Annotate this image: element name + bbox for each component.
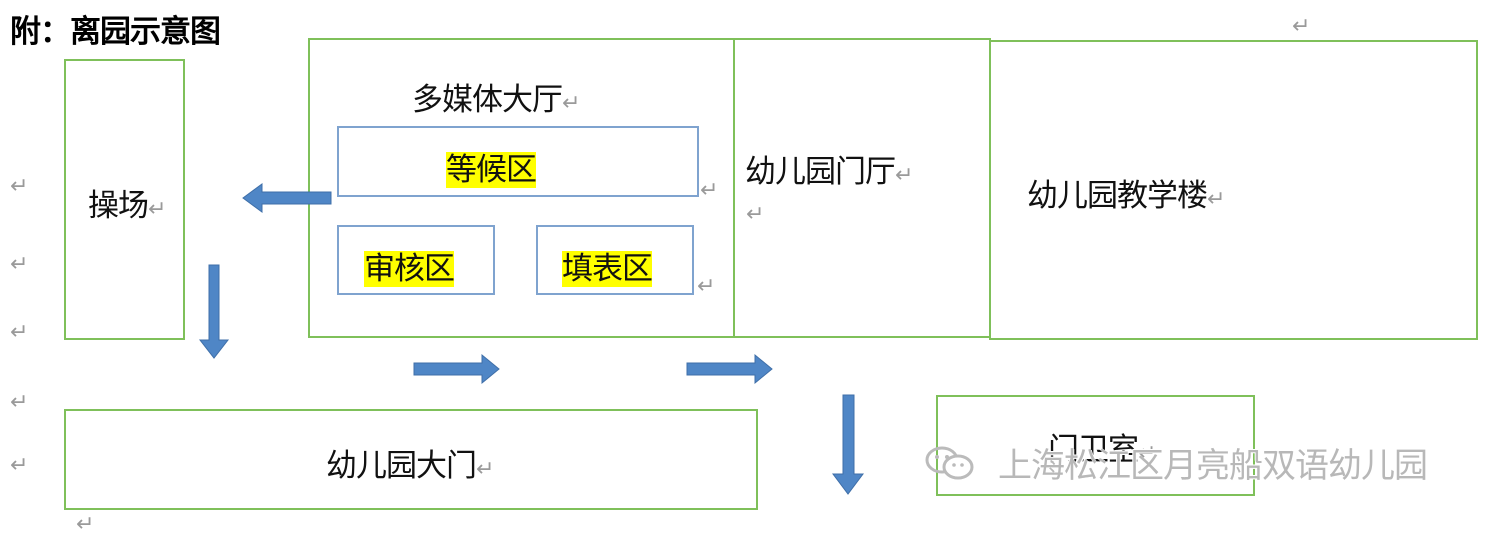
wechat-watermark-icon [925,446,974,480]
arrow-icon [198,264,230,359]
main-gate-box [64,409,758,510]
return-mark-icon: ↵ [697,274,716,299]
return-mark-icon: ↵ [10,390,29,415]
waiting-area-box [337,126,699,197]
return-mark-icon: ↵ [10,252,29,277]
waiting-area-label: 等候区 [446,152,537,188]
watermark-text: 上海松江区月亮船双语幼儿园 [998,446,1428,486]
teaching-building-box [989,40,1478,340]
return-mark-icon: ↵ [1292,14,1311,39]
review-area-label: 审核区 [364,251,455,287]
kindergarten-lobby-label: 幼儿园门厅↵ [745,154,913,190]
guard-room-box [936,395,1255,496]
arrow-icon [686,353,773,385]
teaching-building-label: 幼儿园教学楼↵ [1027,178,1225,214]
playground-box [64,59,185,340]
return-mark-icon: ↵ [10,453,29,478]
arrow-icon [832,394,864,495]
page-title: 附：离园示意图 [10,14,221,50]
arrow-icon [242,183,332,213]
return-mark-icon: ↵ [10,174,29,199]
form-area-box [536,225,694,295]
multimedia-hall-label: 多媒体大厅↵ [412,82,580,118]
main-gate-label: 幼儿园大门↵ [326,448,494,484]
guard-room-label: 门卫室↵ [1048,432,1156,468]
playground-label: 操场↵ [88,188,166,224]
arrow-icon [413,353,500,385]
review-area-box [337,225,495,295]
return-mark-icon: ↵ [700,178,719,203]
form-area-label: 填表区 [562,251,653,287]
return-mark-icon: ↵ [10,320,29,345]
return-mark-icon: ↵ [746,202,765,227]
